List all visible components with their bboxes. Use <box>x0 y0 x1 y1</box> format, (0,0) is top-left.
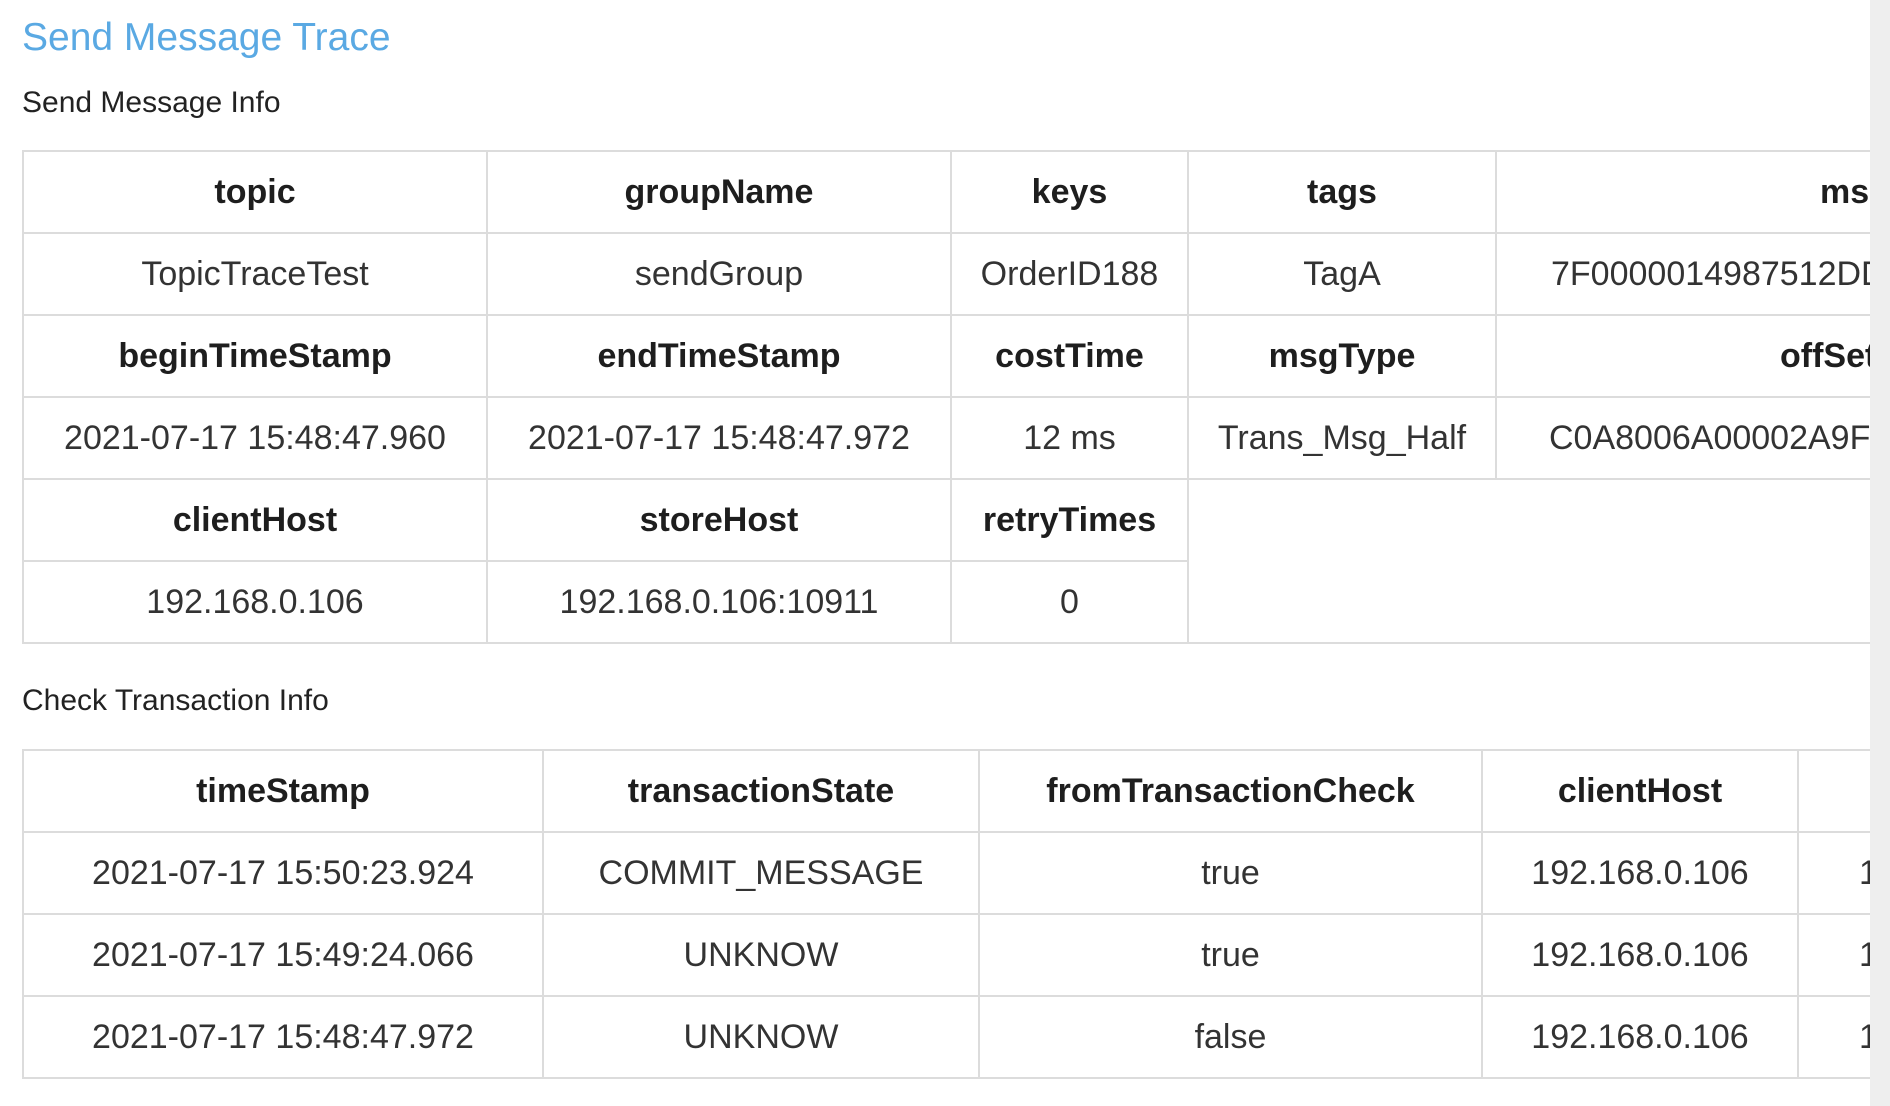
cell-clipped: 1 <box>1797 995 1870 1079</box>
vertical-scrollbar[interactable] <box>1870 0 1890 1106</box>
header-begin-timestamp: beginTimeStamp <box>22 314 488 398</box>
cell-group-name: sendGroup <box>486 232 952 316</box>
empty-cell <box>1187 561 1870 644</box>
header-group-name: groupName <box>486 150 952 234</box>
cell-store-host: 192.168.0.106:10911 <box>486 560 952 644</box>
table-row: beginTimeStamp endTimeStamp costTime msg… <box>22 314 1870 398</box>
header-clipped <box>1797 749 1870 833</box>
cell-from-transaction-check: true <box>978 831 1483 915</box>
cell-msg-id: 7F0000014987512DD <box>1495 232 1870 316</box>
header-timestamp: timeStamp <box>22 749 544 833</box>
cell-keys: OrderID188 <box>950 232 1189 316</box>
header-from-transaction-check: fromTransactionCheck <box>978 749 1483 833</box>
header-cost-time: costTime <box>950 314 1189 398</box>
send-message-info-title: Send Message Info <box>22 86 281 119</box>
cell-timestamp: 2021-07-17 15:50:23.924 <box>22 831 544 915</box>
header-msg-id: msg <box>1495 150 1870 234</box>
empty-cell <box>1187 478 1870 561</box>
cell-clipped: 1 <box>1797 913 1870 997</box>
table-row: 2021-07-17 15:48:47.972 UNKNOW false 192… <box>22 995 1870 1079</box>
cell-from-transaction-check: false <box>978 995 1483 1079</box>
header-transaction-state: transactionState <box>542 749 980 833</box>
header-client-host: clientHost <box>1481 749 1799 833</box>
cell-topic: TopicTraceTest <box>22 232 488 316</box>
cell-from-transaction-check: true <box>978 913 1483 997</box>
cell-client-host: 192.168.0.106 <box>1481 831 1799 915</box>
send-message-info-table: topic groupName keys tags msg TopicTrace… <box>22 150 1870 644</box>
cell-client-host: 192.168.0.106 <box>22 560 488 644</box>
cell-tags: TagA <box>1187 232 1497 316</box>
cell-client-host: 192.168.0.106 <box>1481 913 1799 997</box>
table-row: 2021-07-17 15:50:23.924 COMMIT_MESSAGE t… <box>22 831 1870 915</box>
cell-transaction-state: UNKNOW <box>542 995 980 1079</box>
table-row: TopicTraceTest sendGroup OrderID188 TagA… <box>22 232 1870 316</box>
cell-msg-type: Trans_Msg_Half <box>1187 396 1497 480</box>
table-row: topic groupName keys tags msg <box>22 150 1870 234</box>
header-store-host: storeHost <box>486 478 952 562</box>
cell-timestamp: 2021-07-17 15:49:24.066 <box>22 913 544 997</box>
header-msg-type: msgType <box>1187 314 1497 398</box>
cell-timestamp: 2021-07-17 15:48:47.972 <box>22 995 544 1079</box>
header-retry-times: retryTimes <box>950 478 1189 562</box>
table-row: 2021-07-17 15:49:24.066 UNKNOW true 192.… <box>22 913 1870 997</box>
header-tags: tags <box>1187 150 1497 234</box>
table-row: clientHost storeHost retryTimes <box>22 478 1870 562</box>
cell-transaction-state: UNKNOW <box>542 913 980 997</box>
cell-cost-time: 12 ms <box>950 396 1189 480</box>
table-header-row: timeStamp transactionState fromTransacti… <box>22 749 1870 833</box>
cell-begin-timestamp: 2021-07-17 15:48:47.960 <box>22 396 488 480</box>
cell-clipped: 1 <box>1797 831 1870 915</box>
header-client-host: clientHost <box>22 478 488 562</box>
header-end-timestamp: endTimeStamp <box>486 314 952 398</box>
header-offset: offSet <box>1495 314 1870 398</box>
check-transaction-info-title: Check Transaction Info <box>22 684 329 717</box>
header-topic: topic <box>22 150 488 234</box>
table-row: 192.168.0.106 192.168.0.106:10911 0 <box>22 560 1870 644</box>
cell-client-host: 192.168.0.106 <box>1481 995 1799 1079</box>
cell-end-timestamp: 2021-07-17 15:48:47.972 <box>486 396 952 480</box>
check-transaction-info-table: timeStamp transactionState fromTransacti… <box>22 749 1870 1079</box>
page-title: Send Message Trace <box>22 16 391 59</box>
cell-offset: C0A8006A00002A9F <box>1495 396 1870 480</box>
cell-transaction-state: COMMIT_MESSAGE <box>542 831 980 915</box>
header-keys: keys <box>950 150 1189 234</box>
cell-retry-times: 0 <box>950 560 1189 644</box>
table-row: 2021-07-17 15:48:47.960 2021-07-17 15:48… <box>22 396 1870 480</box>
